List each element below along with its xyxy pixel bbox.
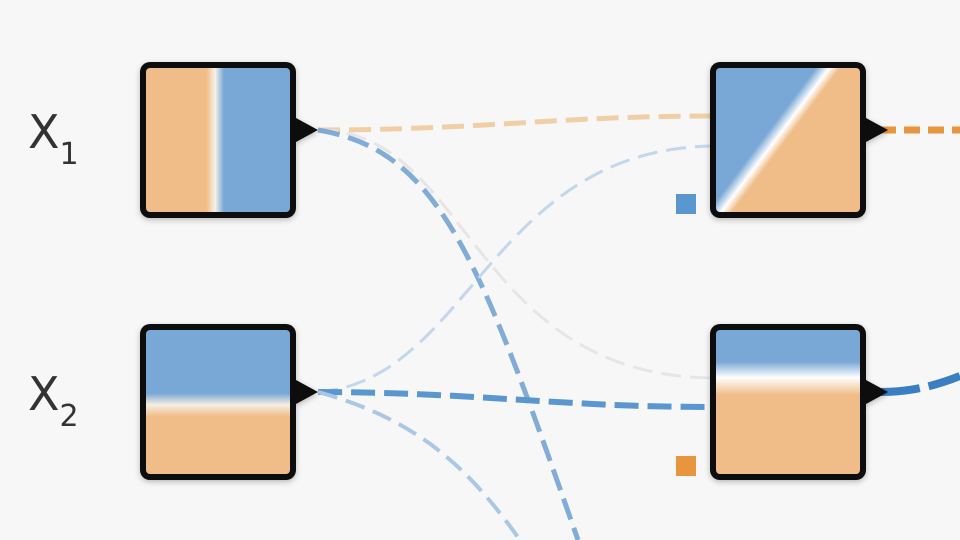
input-node-x2[interactable] bbox=[140, 324, 318, 480]
link-x1-h2 bbox=[317, 128, 713, 380]
svg-text:X2: X2 bbox=[28, 367, 79, 434]
hidden-node-h1[interactable] bbox=[710, 62, 888, 218]
links bbox=[317, 113, 960, 540]
input-label-x2: X2 bbox=[28, 367, 79, 434]
input-node-x1[interactable] bbox=[140, 62, 318, 218]
link-x1-h1 bbox=[317, 113, 713, 133]
input-node-x1-output-port bbox=[296, 118, 318, 142]
input-label-x1-letter: X bbox=[28, 105, 60, 159]
bias-marker-h2[interactable] bbox=[676, 456, 696, 476]
input-node-x2-output-port bbox=[296, 380, 318, 404]
input-node-x1-heatmap bbox=[146, 68, 290, 212]
link-x2-h2 bbox=[317, 389, 713, 410]
hidden-node-h2[interactable] bbox=[710, 324, 888, 480]
input-label-x1: X1 bbox=[28, 105, 79, 172]
input-label-x2-subscript: 2 bbox=[60, 399, 79, 434]
link-x1-below bbox=[317, 127, 581, 540]
link-x2-below bbox=[317, 390, 522, 540]
svg-text:X1: X1 bbox=[28, 105, 79, 172]
hidden-node-h2-heatmap bbox=[716, 330, 860, 474]
bias-marker-h1[interactable] bbox=[676, 194, 696, 214]
hidden-node-h1-output-port bbox=[866, 118, 888, 142]
input-label-x1-subscript: 1 bbox=[60, 137, 79, 172]
link-h2-output bbox=[879, 372, 960, 396]
input-node-x2-heatmap bbox=[146, 330, 290, 474]
hidden-node-h1-heatmap bbox=[716, 68, 860, 212]
hidden-node-h2-output-port bbox=[866, 380, 888, 404]
input-label-x2-letter: X bbox=[28, 367, 60, 421]
link-x2-h1 bbox=[317, 144, 713, 394]
